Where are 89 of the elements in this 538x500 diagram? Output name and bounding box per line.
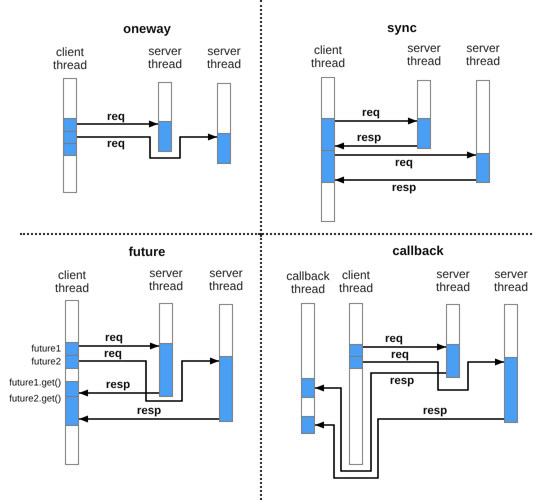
arrow: [315, 418, 504, 479]
active-segment: [159, 343, 173, 397]
panel-title: callback: [392, 243, 444, 258]
edge-label: resp: [356, 132, 382, 144]
arrow: [79, 342, 159, 350]
active-segment: [476, 153, 490, 183]
thread-label: server thread: [494, 268, 528, 294]
thread-label: server thread: [148, 45, 182, 71]
active-segment: [504, 357, 518, 423]
thread-label: server thread: [209, 267, 243, 293]
idle-segment: [217, 83, 231, 134]
idle-segment: [65, 425, 79, 465]
edge-label: req: [390, 349, 410, 361]
side-label: future1.get(): [9, 378, 61, 388]
idle-segment: [63, 155, 77, 193]
thread-label: client thread: [339, 269, 373, 295]
thread-label: client thread: [311, 44, 345, 70]
edge-label: resp: [388, 375, 416, 387]
active-segment: [321, 150, 335, 183]
idle-segment: [301, 397, 315, 417]
idle-segment: [159, 303, 173, 344]
active-segment: [65, 381, 79, 397]
active-segment: [158, 121, 172, 152]
arrow: [79, 416, 219, 422]
thread-label: server thread: [407, 42, 441, 68]
arrow: [335, 118, 417, 124]
idle-segment: [349, 368, 363, 465]
arrow: [335, 142, 417, 150]
active-segment: [321, 118, 335, 151]
active-segment: [63, 118, 77, 132]
idle-segment: [219, 304, 233, 357]
thread-label: callback thread: [286, 270, 330, 296]
idle-segment: [321, 77, 335, 119]
active-segment: [349, 356, 363, 369]
active-segment: [417, 118, 431, 149]
edge-label: req: [103, 348, 123, 360]
idle-segment: [65, 300, 79, 343]
arrow: [77, 134, 217, 159]
side-label: future2: [31, 356, 61, 368]
idle-segment: [504, 304, 518, 358]
edge-label: req: [361, 107, 381, 119]
active-segment: [349, 344, 363, 357]
thread-label: server thread: [466, 42, 500, 68]
idle-segment: [321, 182, 335, 222]
edge-label: resp: [422, 405, 448, 417]
edge-label: resp: [104, 379, 132, 391]
idle-segment: [476, 80, 490, 154]
arrow: [335, 152, 476, 158]
arrow: [77, 120, 158, 128]
panel-title: oneway: [123, 21, 171, 36]
edge-label: resp: [136, 405, 162, 417]
thread-label: server thread: [436, 268, 470, 294]
active-segment: [63, 143, 77, 156]
idle-segment: [417, 80, 431, 119]
side-label: future1: [31, 344, 61, 354]
edge-label: req: [106, 138, 126, 150]
thread-label: server thread: [207, 45, 241, 71]
idle-segment: [158, 82, 172, 122]
side-label: future2.get(): [9, 394, 61, 404]
idle-segment: [63, 78, 77, 119]
panel-title: sync: [387, 20, 417, 35]
idle-segment: [301, 303, 315, 379]
thread-label: client thread: [55, 269, 89, 295]
edge-label: req: [104, 332, 124, 344]
idle-segment: [446, 304, 460, 345]
arrow: [363, 344, 446, 350]
panel-title: future: [128, 244, 166, 259]
edge-label: req: [384, 333, 404, 345]
arrow: [335, 176, 476, 184]
active-segment: [65, 396, 79, 426]
idle-segment: [349, 303, 363, 345]
active-segment: [63, 131, 77, 144]
active-segment: [219, 356, 233, 422]
thread-label: client thread: [53, 46, 87, 72]
active-segment: [65, 342, 79, 356]
idle-segment: [65, 368, 79, 382]
active-segment: [301, 416, 315, 434]
arrow: [79, 358, 219, 402]
active-segment: [446, 344, 460, 378]
arrow: [79, 390, 159, 396]
thread-label: server thread: [149, 267, 183, 293]
active-segment: [217, 133, 231, 164]
arrow: [315, 372, 446, 472]
edge-label: req: [106, 111, 126, 123]
active-segment: [301, 378, 315, 398]
edge-label: resp: [390, 182, 418, 194]
edge-label: req: [394, 157, 414, 169]
active-segment: [65, 355, 79, 369]
arrow: [363, 358, 504, 391]
